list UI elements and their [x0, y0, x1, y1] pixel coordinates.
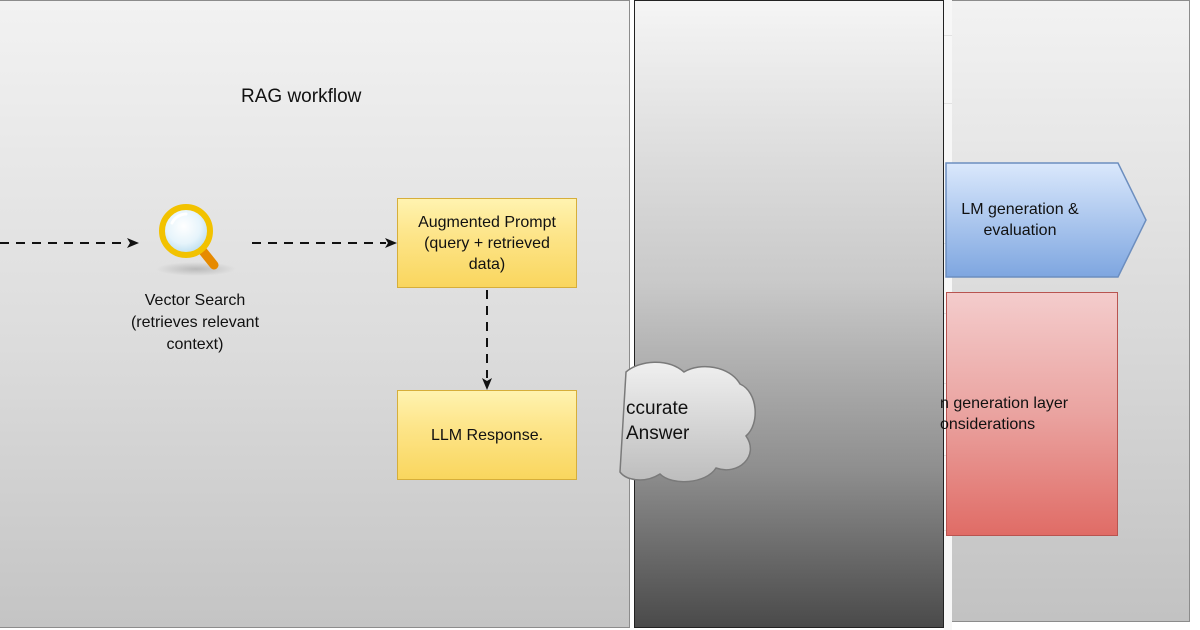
divider-tick — [944, 243, 952, 244]
llm-response-text: LLM Response. — [430, 426, 544, 444]
considerations-text: n generation layer onsiderations — [940, 395, 1069, 433]
augmented-prompt-box: Augmented Prompt (query + retrieved data… — [397, 198, 577, 288]
vector-search-label: Vector Search (retrieves relevant contex… — [105, 290, 285, 356]
diagram-title: RAG workflow — [241, 86, 362, 107]
considerations-box — [946, 292, 1118, 536]
divider-tick — [944, 103, 952, 104]
divider-tick — [944, 35, 952, 36]
rag-workflow-panel — [0, 0, 630, 628]
augmented-prompt-text: Augmented Prompt (query + retrieved data… — [418, 213, 556, 273]
vector-search-text: Vector Search (retrieves relevant contex… — [130, 292, 260, 353]
generation-step-text: LM generation & evaluation — [961, 201, 1079, 239]
accurate-answer-text: ccurate Answer — [626, 398, 690, 444]
gradient-panel — [634, 0, 944, 628]
llm-response-box: LLM Response. — [397, 390, 577, 480]
